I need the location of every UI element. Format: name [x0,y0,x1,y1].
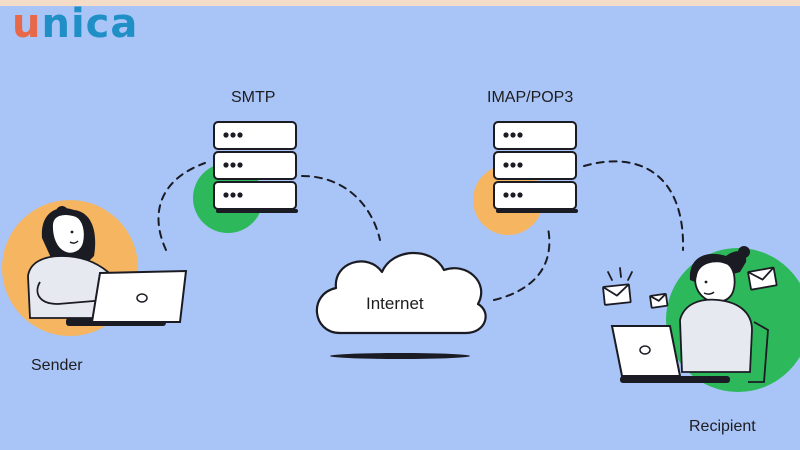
sparkle-lines [607,267,633,281]
envelope-icons [602,266,778,309]
logo-letters: nica [41,1,139,47]
logo-letter-u: u [12,1,42,47]
dashed-connectors [157,160,685,301]
envelope-icon [747,266,778,291]
connector-imap-recipient [583,160,685,251]
internet-cloud-icon [315,251,487,359]
recipient-label: Recipient [689,418,756,435]
top-accent-bar [0,0,800,6]
connector-smtp-internet [301,175,381,241]
connector-internet-imap [493,227,551,301]
internet-label: Internet [366,294,424,313]
smtp-label: SMTP [231,89,276,106]
sender-label: Sender [31,357,83,374]
sender-illustration [2,200,188,336]
envelope-icon [649,293,669,309]
cloud-shadow [330,353,470,359]
imap-server-icon [473,121,578,235]
envelope-icon [602,283,632,306]
imap-pop3-label: IMAP/POP3 [487,89,574,106]
smtp-server-icon [193,121,298,233]
connector-sender-smtp [157,162,206,251]
unica-logo: unica [12,2,138,46]
